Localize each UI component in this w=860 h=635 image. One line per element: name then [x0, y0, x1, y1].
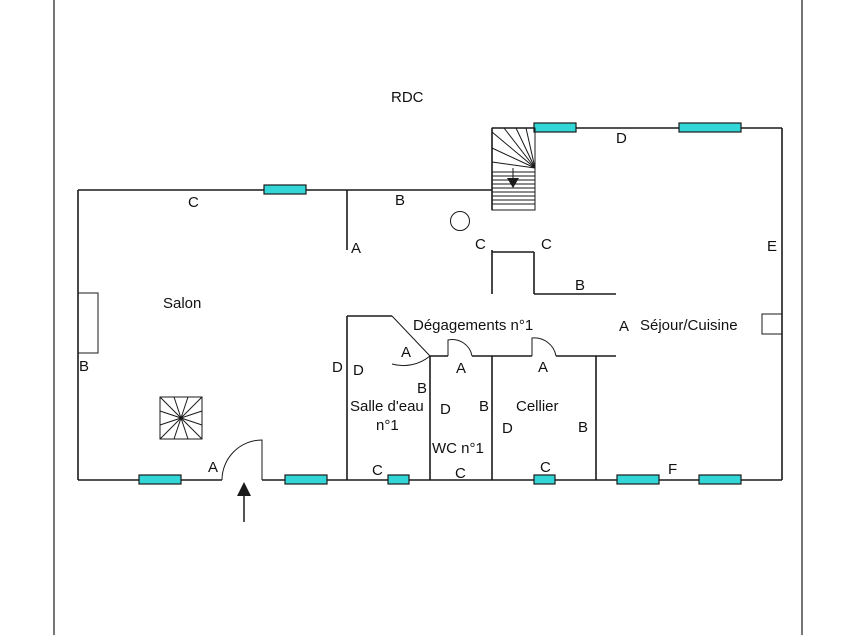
wall-label: C [188, 194, 199, 211]
wall-label: C [372, 462, 383, 479]
room-sejour: Séjour/Cuisine [640, 317, 738, 334]
window [533, 474, 556, 485]
doors [221, 315, 557, 481]
room-cellier: Cellier [516, 398, 559, 415]
fireplace-icon [77, 292, 99, 354]
window [616, 474, 660, 485]
room-wc: WC n°1 [432, 440, 484, 457]
wall-label: B [575, 277, 585, 294]
wall-label: B [395, 192, 405, 209]
wall-label: D [502, 420, 513, 437]
wall-label: A [351, 240, 361, 257]
wall-label: A [619, 318, 629, 335]
wall-label: B [479, 398, 489, 415]
wall-label: B [417, 380, 427, 397]
wc-door [447, 339, 473, 357]
wall-label: B [79, 358, 89, 375]
wall-label: A [208, 459, 218, 476]
room-salon: Salon [163, 295, 201, 312]
room-salle-eau-line2: n°1 [376, 417, 399, 434]
wall-label: A [538, 359, 548, 376]
wall-label: D [353, 362, 364, 379]
floor-title: RDC [391, 89, 424, 106]
staircase-icon [491, 127, 536, 211]
wall-label: A [401, 344, 411, 361]
window [533, 122, 577, 133]
wall-label: D [616, 130, 627, 147]
wall-label: C [475, 236, 486, 253]
wall-label: A [456, 360, 466, 377]
wall-labels: C B A B A C C B D E A F D D A B C D B A … [79, 130, 777, 482]
entrance-arrow-icon [237, 482, 251, 522]
wall-label: D [440, 401, 451, 418]
window [263, 184, 307, 195]
window [387, 474, 410, 485]
salle-eau-door [391, 315, 431, 367]
wall-label: F [668, 461, 677, 478]
wall-label: C [455, 465, 466, 482]
room-degagement: Dégagements n°1 [413, 317, 533, 334]
windows [138, 122, 742, 485]
wall-label: C [541, 236, 552, 253]
wall-label: C [540, 459, 551, 476]
room-salle-eau-line1: Salle d'eau [350, 398, 424, 415]
wall-label: E [767, 238, 777, 255]
window [284, 474, 328, 485]
appliance-icon [761, 313, 783, 335]
window [138, 474, 182, 485]
window [698, 474, 742, 485]
column-icon [450, 211, 470, 231]
window [678, 122, 742, 133]
cellier-door [531, 337, 557, 357]
interior-walls [346, 190, 616, 480]
spiral-staircase-icon [159, 396, 203, 440]
wall-label: D [332, 359, 343, 376]
wall-label: B [578, 419, 588, 436]
entrance-door [221, 439, 263, 481]
